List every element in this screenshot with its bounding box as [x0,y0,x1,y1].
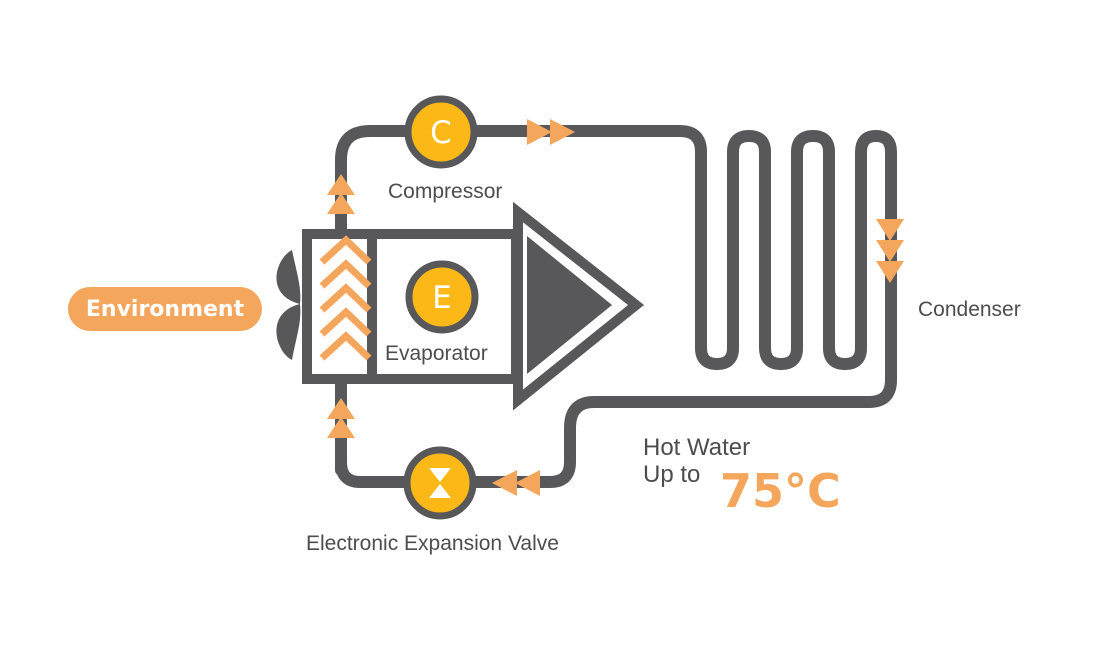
expansion-valve-symbol [403,446,477,520]
compressor-letter: C [430,115,452,151]
environment-label: Environment [85,296,245,322]
compressor-symbol: C [404,95,478,169]
flow-arrow-left [492,470,540,496]
hot-water-line2: Up to [643,461,701,488]
evaporator-letter: E [432,280,452,316]
condenser-label: Condenser [918,298,1021,321]
refrigerant-pipe [335,125,897,488]
airflow-chevrons [319,235,372,361]
evaporator-label: Evaporator [385,342,488,365]
flow-arrow-up-bottom [327,398,355,438]
flow-arrow-right [527,119,575,145]
hot-water-line1: Hot Water [643,434,751,461]
hot-water-temperature: 75°C [720,464,841,518]
expansion-valve-label: Electronic Expansion Valve [306,532,559,555]
evaporator-symbol: E [405,260,479,334]
flow-arrow-up-top [327,174,355,214]
compressor-label: Compressor [388,180,503,203]
fan-icon [276,250,301,360]
hourglass-icon [429,468,451,498]
flow-arrow-down [876,219,904,283]
environment-badge: Environment [68,287,262,331]
hot-water-caption: Hot Water Up to [643,434,750,488]
